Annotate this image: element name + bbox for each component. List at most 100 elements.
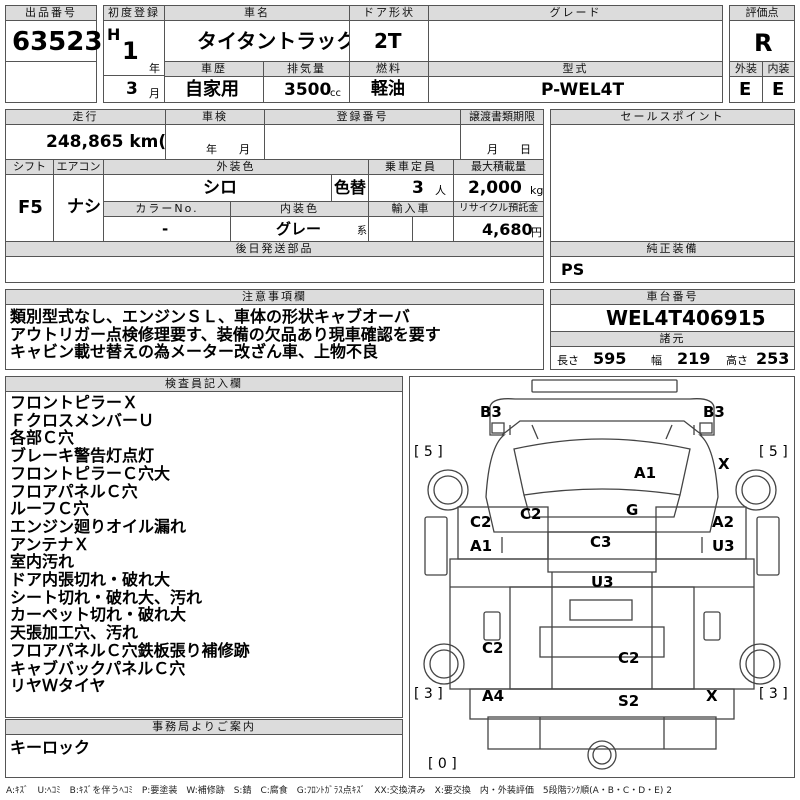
length-label: 長さ <box>557 354 579 367</box>
inspection-month: 年 月 <box>206 143 250 156</box>
damage-mark: A1 <box>634 464 657 482</box>
inspection-cell: 年 月 <box>165 124 265 160</box>
dims-cell: 長さ 595 幅 219 高さ 253 <box>550 346 795 370</box>
first-reg-label: 初度登録 <box>103 5 165 21</box>
inspector-line: シート切れ・破れ大、汚れ <box>10 587 203 607</box>
width-label: 幅 <box>651 354 662 367</box>
color-no-cell: - <box>103 216 231 242</box>
history: 自家用 <box>185 79 239 100</box>
model: P-WEL4T <box>541 80 625 100</box>
ext-score-cell: E <box>729 76 763 103</box>
rear-bumper <box>487 716 717 750</box>
inspector-line: エンジン廻りオイル漏れ <box>10 516 187 536</box>
tire-front-left: [ 5 ] <box>414 444 443 460</box>
max-load-label: 最大積載量 <box>453 159 544 175</box>
lot-no-blank <box>5 61 97 103</box>
notes-label: 注意事項欄 <box>5 289 544 305</box>
capacity-label: 乗車定員 <box>368 159 454 175</box>
side-step-right <box>756 516 780 576</box>
cab-outline <box>485 398 719 533</box>
lot-no-label: 出品番号 <box>5 5 97 21</box>
notes-cell: 類別型式なし、エンジンＳＬ、車体の形状キャブオーバ アウトリガー点検修理要す、装… <box>5 304 544 370</box>
lot-no: 63523 <box>12 27 103 57</box>
ext-score: E <box>739 79 752 100</box>
max-load: 2,000 <box>468 178 522 198</box>
cab-back <box>547 531 657 573</box>
int-color-cell: グレー 系 <box>230 216 369 242</box>
mirror-right <box>665 424 673 440</box>
fuel-cell: 軽油 <box>349 76 429 103</box>
mileage-cell: 248,865 km(*) <box>5 124 183 160</box>
mileage: 248,865 km(*) <box>46 132 183 152</box>
door-cell: 2T <box>349 20 429 62</box>
month-unit: 月 <box>149 87 160 100</box>
int-color-unit: 系 <box>357 226 367 237</box>
first-reg-month: 3 <box>126 79 138 99</box>
score-cell: R <box>729 20 795 62</box>
capacity-unit: 人 <box>435 184 446 197</box>
color-change-cell: 色替 <box>331 174 369 202</box>
damage-mark: C2 <box>470 513 492 531</box>
lot-no-cell: 63523 <box>5 20 102 62</box>
sales-point-label: セールスポイント <box>550 109 795 125</box>
era: H <box>107 25 121 44</box>
roof-bar <box>531 379 678 393</box>
inspector-line: キャブバックパネルＣ穴 <box>10 658 186 678</box>
displacement-unit: cc <box>330 88 341 99</box>
ac-label: エアコン <box>53 159 104 175</box>
dims-label: 諸元 <box>550 331 795 347</box>
damage-mark: C2 <box>482 639 504 657</box>
max-load-unit: kg <box>530 184 544 197</box>
inspector-line: フロアパネルＣ穴鉄板張り補修跡 <box>10 640 250 660</box>
transfer-date: 月 日 <box>487 143 531 156</box>
windshield <box>513 438 691 496</box>
color-no-label: カラーNo. <box>103 201 231 217</box>
transfer-cell: 月 日 <box>460 124 544 160</box>
inspector-cell: フロントピラーＸ ＦクロスメンバーＵ 各部Ｃ穴 ブレーキ警告灯点灯 フロントピラ… <box>5 391 403 718</box>
tire-front-right: [ 5 ] <box>759 444 788 460</box>
damage-mark: B3 <box>480 403 502 421</box>
shift-label: シフト <box>5 159 54 175</box>
displacement-cell: 3500 cc <box>263 76 350 103</box>
history-cell: 自家用 <box>164 76 264 103</box>
inspector-line: アンテナＸ <box>10 534 90 554</box>
inspector-line: ルーフＣ穴 <box>10 499 90 519</box>
import-cell-b <box>412 216 454 242</box>
inspector-line: 各部Ｃ穴 <box>10 428 75 448</box>
capacity: 3 <box>412 178 424 198</box>
chassis-label: 車台番号 <box>550 289 795 305</box>
inspector-line: フロントピラーＣ穴大 <box>10 463 171 483</box>
mirror-left <box>531 424 539 440</box>
inspector-line: 天張加工穴、汚れ <box>10 623 139 643</box>
office-label: 事務局よりご案内 <box>5 719 403 735</box>
tire-spare: [ 0 ] <box>428 756 457 772</box>
inspector-line: カーペット切れ・破れ大 <box>10 605 187 625</box>
ac: ナシ <box>67 197 101 217</box>
import-label: 輸入車 <box>368 201 454 217</box>
ext-label: 外装 <box>729 61 763 77</box>
inspection-label: 車検 <box>165 109 265 125</box>
recycle-unit: 円 <box>531 226 542 239</box>
width: 219 <box>677 349 711 368</box>
ac-cell: ナシ <box>53 174 104 242</box>
office-text: キーロック <box>10 738 91 757</box>
recycle: 4,680 <box>482 220 533 239</box>
car-name-cell: タイタントラック <box>164 20 356 62</box>
int-color-label: 内装色 <box>230 201 369 217</box>
int-score-cell: E <box>762 76 795 103</box>
first-reg-month-cell: 3 月 <box>103 75 165 103</box>
sales-point-cell <box>550 124 795 242</box>
damage-diagram-panel: [ 5 ] [ 5 ] [ 3 ] [ 3 ] [ 0 ] B3 B3 X A1… <box>409 376 795 778</box>
later-parts-label: 後日発送部品 <box>5 241 544 257</box>
shift-cell: F5 <box>5 174 54 242</box>
int-color: グレー <box>276 220 322 238</box>
tire-rear-right: [ 3 ] <box>759 686 788 702</box>
damage-mark: X <box>706 687 718 705</box>
year-unit: 年 <box>149 62 160 75</box>
dash-line <box>523 494 681 518</box>
notes-line: アウトリガー点検修理要す、装備の欠品あり現車確認を要す <box>10 324 441 344</box>
color-change: 色替 <box>334 178 367 197</box>
transfer-label: 譲渡書類期限 <box>460 109 544 125</box>
displacement: 3500 <box>284 80 332 100</box>
notes-line: キャビン載せ替えの為メーター改ざん車、上物不良 <box>10 342 379 362</box>
